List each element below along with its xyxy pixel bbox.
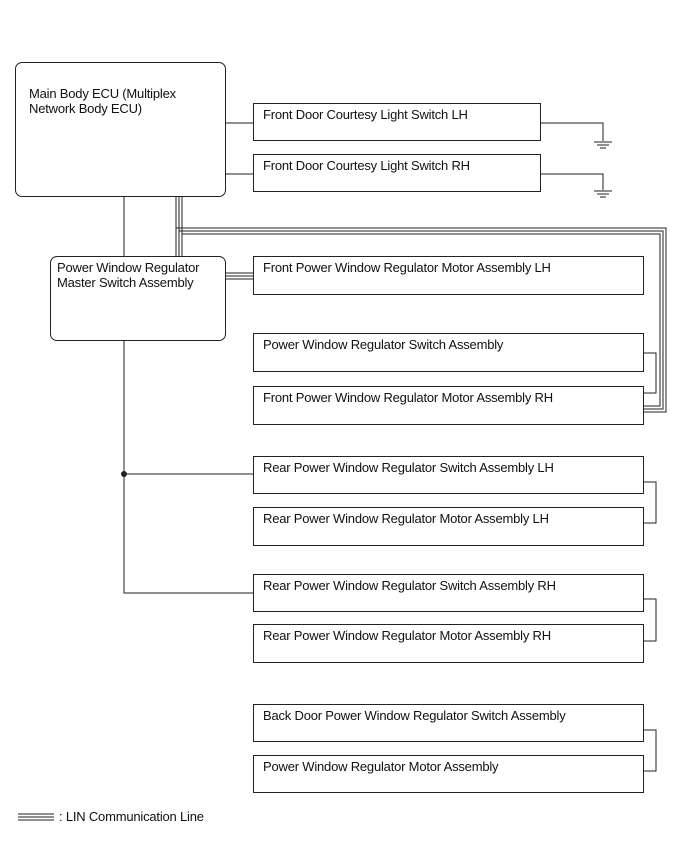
back-door-switch-assembly: Back Door Power Window Regulator Switch … [253, 704, 644, 742]
power-window-switch-assembly-label: Power Window Regulator Switch Assembly [263, 337, 504, 352]
lin-line-ecu-master [175, 228, 183, 256]
legend-label: : LIN Communication Line [59, 809, 204, 824]
front-door-courtesy-switch-rh-label: Front Door Courtesy Light Switch RH [263, 158, 470, 173]
wire-back-door-pair [643, 729, 657, 772]
lin-line-master-front-motor-lh [226, 272, 253, 280]
back-door-switch-assembly-label: Back Door Power Window Regulator Switch … [263, 708, 566, 723]
wire-rear-lh-pair [643, 481, 657, 524]
wire-courtesy-lh-ground [541, 122, 604, 141]
front-door-courtesy-switch-lh: Front Door Courtesy Light Switch LH [253, 103, 541, 141]
main-body-ecu: Main Body ECU (Multiplex Network Body EC… [15, 62, 226, 197]
rear-motor-assembly-lh-label: Rear Power Window Regulator Motor Assemb… [263, 511, 549, 526]
power-window-motor-assembly-label: Power Window Regulator Motor Assembly [263, 759, 499, 774]
wire-courtesy-rh-ground [541, 173, 604, 190]
rear-switch-assembly-rh-label: Rear Power Window Regulator Switch Assem… [263, 578, 556, 593]
main-body-ecu-label: Main Body ECU (Multiplex Network Body EC… [29, 86, 176, 116]
rear-switch-assembly-lh-label: Rear Power Window Regulator Switch Assem… [263, 460, 554, 475]
wire-master-rear [123, 341, 253, 594]
wire-rear-rh-pair [643, 598, 657, 642]
power-window-motor-assembly: Power Window Regulator Motor Assembly [253, 755, 644, 793]
power-window-switch-assembly: Power Window Regulator Switch Assembly [253, 333, 644, 372]
ground-icon [594, 141, 612, 149]
front-motor-assembly-rh-label: Front Power Window Regulator Motor Assem… [263, 390, 553, 405]
lin-line-legend-icon [18, 813, 54, 821]
master-switch-assembly-label: Power Window Regulator Master Switch Ass… [57, 260, 200, 290]
junction-dot [121, 471, 127, 477]
rear-motor-assembly-rh: Rear Power Window Regulator Motor Assemb… [253, 624, 644, 663]
front-door-courtesy-switch-lh-label: Front Door Courtesy Light Switch LH [263, 107, 468, 122]
master-switch-assembly: Power Window Regulator Master Switch Ass… [50, 256, 226, 341]
rear-motor-assembly-lh: Rear Power Window Regulator Motor Assemb… [253, 507, 644, 546]
ground-icon [594, 190, 612, 198]
front-motor-assembly-lh-label: Front Power Window Regulator Motor Assem… [263, 260, 551, 275]
rear-motor-assembly-rh-label: Rear Power Window Regulator Motor Assemb… [263, 628, 551, 643]
front-motor-assembly-rh: Front Power Window Regulator Motor Assem… [253, 386, 644, 425]
rear-switch-assembly-lh: Rear Power Window Regulator Switch Assem… [253, 456, 644, 494]
wire-pw-switch-to-motor-rh [643, 352, 657, 394]
front-door-courtesy-switch-rh: Front Door Courtesy Light Switch RH [253, 154, 541, 192]
front-motor-assembly-lh: Front Power Window Regulator Motor Assem… [253, 256, 644, 295]
lin-line-ecu-front-motor-rh [175, 197, 667, 413]
rear-switch-assembly-rh: Rear Power Window Regulator Switch Assem… [253, 574, 644, 612]
